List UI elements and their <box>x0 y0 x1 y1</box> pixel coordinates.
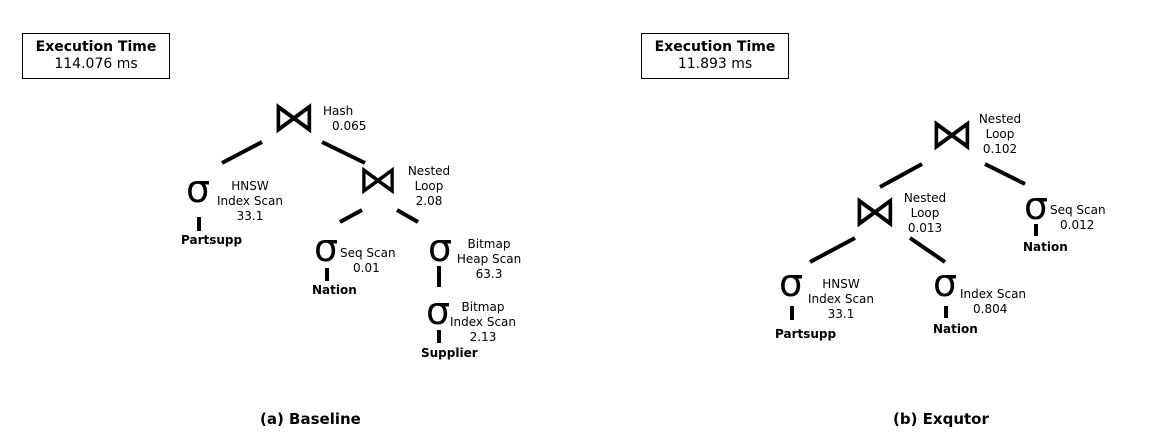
join-icon: ⋈ <box>853 186 897 237</box>
selection-icon: σ <box>779 261 804 305</box>
execution-time-title: Execution Time <box>654 39 776 55</box>
hash-join-label: Hash 0.065 <box>323 104 367 133</box>
table-partsupp: Partsupp <box>775 327 837 341</box>
selection-icon: σ <box>426 289 451 333</box>
selection-icon: σ <box>314 226 339 270</box>
join-icon: ⋈ <box>930 109 974 160</box>
selection-icon: σ <box>1024 184 1049 228</box>
edge-top-to-midloop <box>879 162 923 189</box>
bitmap-heap-scan-label: Bitmap Heap Scan 63.3 <box>456 237 522 281</box>
selection-icon: σ <box>933 261 958 305</box>
index-scan-label: Index Scan 0.804 <box>960 287 1027 316</box>
edge-hash-to-hnsw <box>221 140 263 165</box>
table-nation: Nation <box>933 322 978 336</box>
edge-midloop-to-indexscan <box>908 236 947 264</box>
join-icon: ⋈ <box>272 92 316 143</box>
table-nation: Nation <box>1023 240 1068 254</box>
exqutor-execution-time-box: Execution Time 11.893 ms <box>641 33 789 79</box>
execution-time-value: 11.893 ms <box>677 56 753 72</box>
baseline-execution-time-box: Execution Time 114.076 ms <box>22 33 170 79</box>
bitmap-index-scan-label: Bitmap Index Scan 2.13 <box>449 300 517 344</box>
hnsw-scan-label: HNSW Index Scan 33.1 <box>807 277 875 321</box>
execution-time-title: Execution Time <box>35 39 157 55</box>
join-icon: ⋈ <box>358 157 398 203</box>
nested-loop-label: Nested Loop 2.08 <box>407 164 451 208</box>
edge-midloop-to-hnsw <box>809 236 856 264</box>
selection-icon: σ <box>428 226 453 270</box>
execution-time-value: 114.076 ms <box>54 56 138 72</box>
table-partsupp: Partsupp <box>181 233 243 247</box>
caption-exqutor: (b) Exqutor <box>893 410 989 428</box>
table-supplier: Supplier <box>421 346 478 360</box>
selection-icon: σ <box>186 167 211 211</box>
caption-baseline: (a) Baseline <box>260 410 361 428</box>
seq-scan-label: Seq Scan 0.012 <box>1050 203 1106 232</box>
table-nation: Nation <box>312 283 357 297</box>
seq-scan-label: Seq Scan 0.01 <box>340 246 396 275</box>
hnsw-scan-label: HNSW Index Scan 33.1 <box>216 179 284 223</box>
edge-top-to-seqscan <box>984 162 1026 186</box>
edge-nestedloop-to-bitmapheap <box>396 208 419 224</box>
nested-loop-mid-label: Nested Loop 0.013 <box>903 191 947 235</box>
nested-loop-top-label: Nested Loop 0.102 <box>978 112 1022 156</box>
edge-hash-to-nestedloop <box>321 140 366 165</box>
edge-nestedloop-to-seqscan <box>339 208 363 224</box>
